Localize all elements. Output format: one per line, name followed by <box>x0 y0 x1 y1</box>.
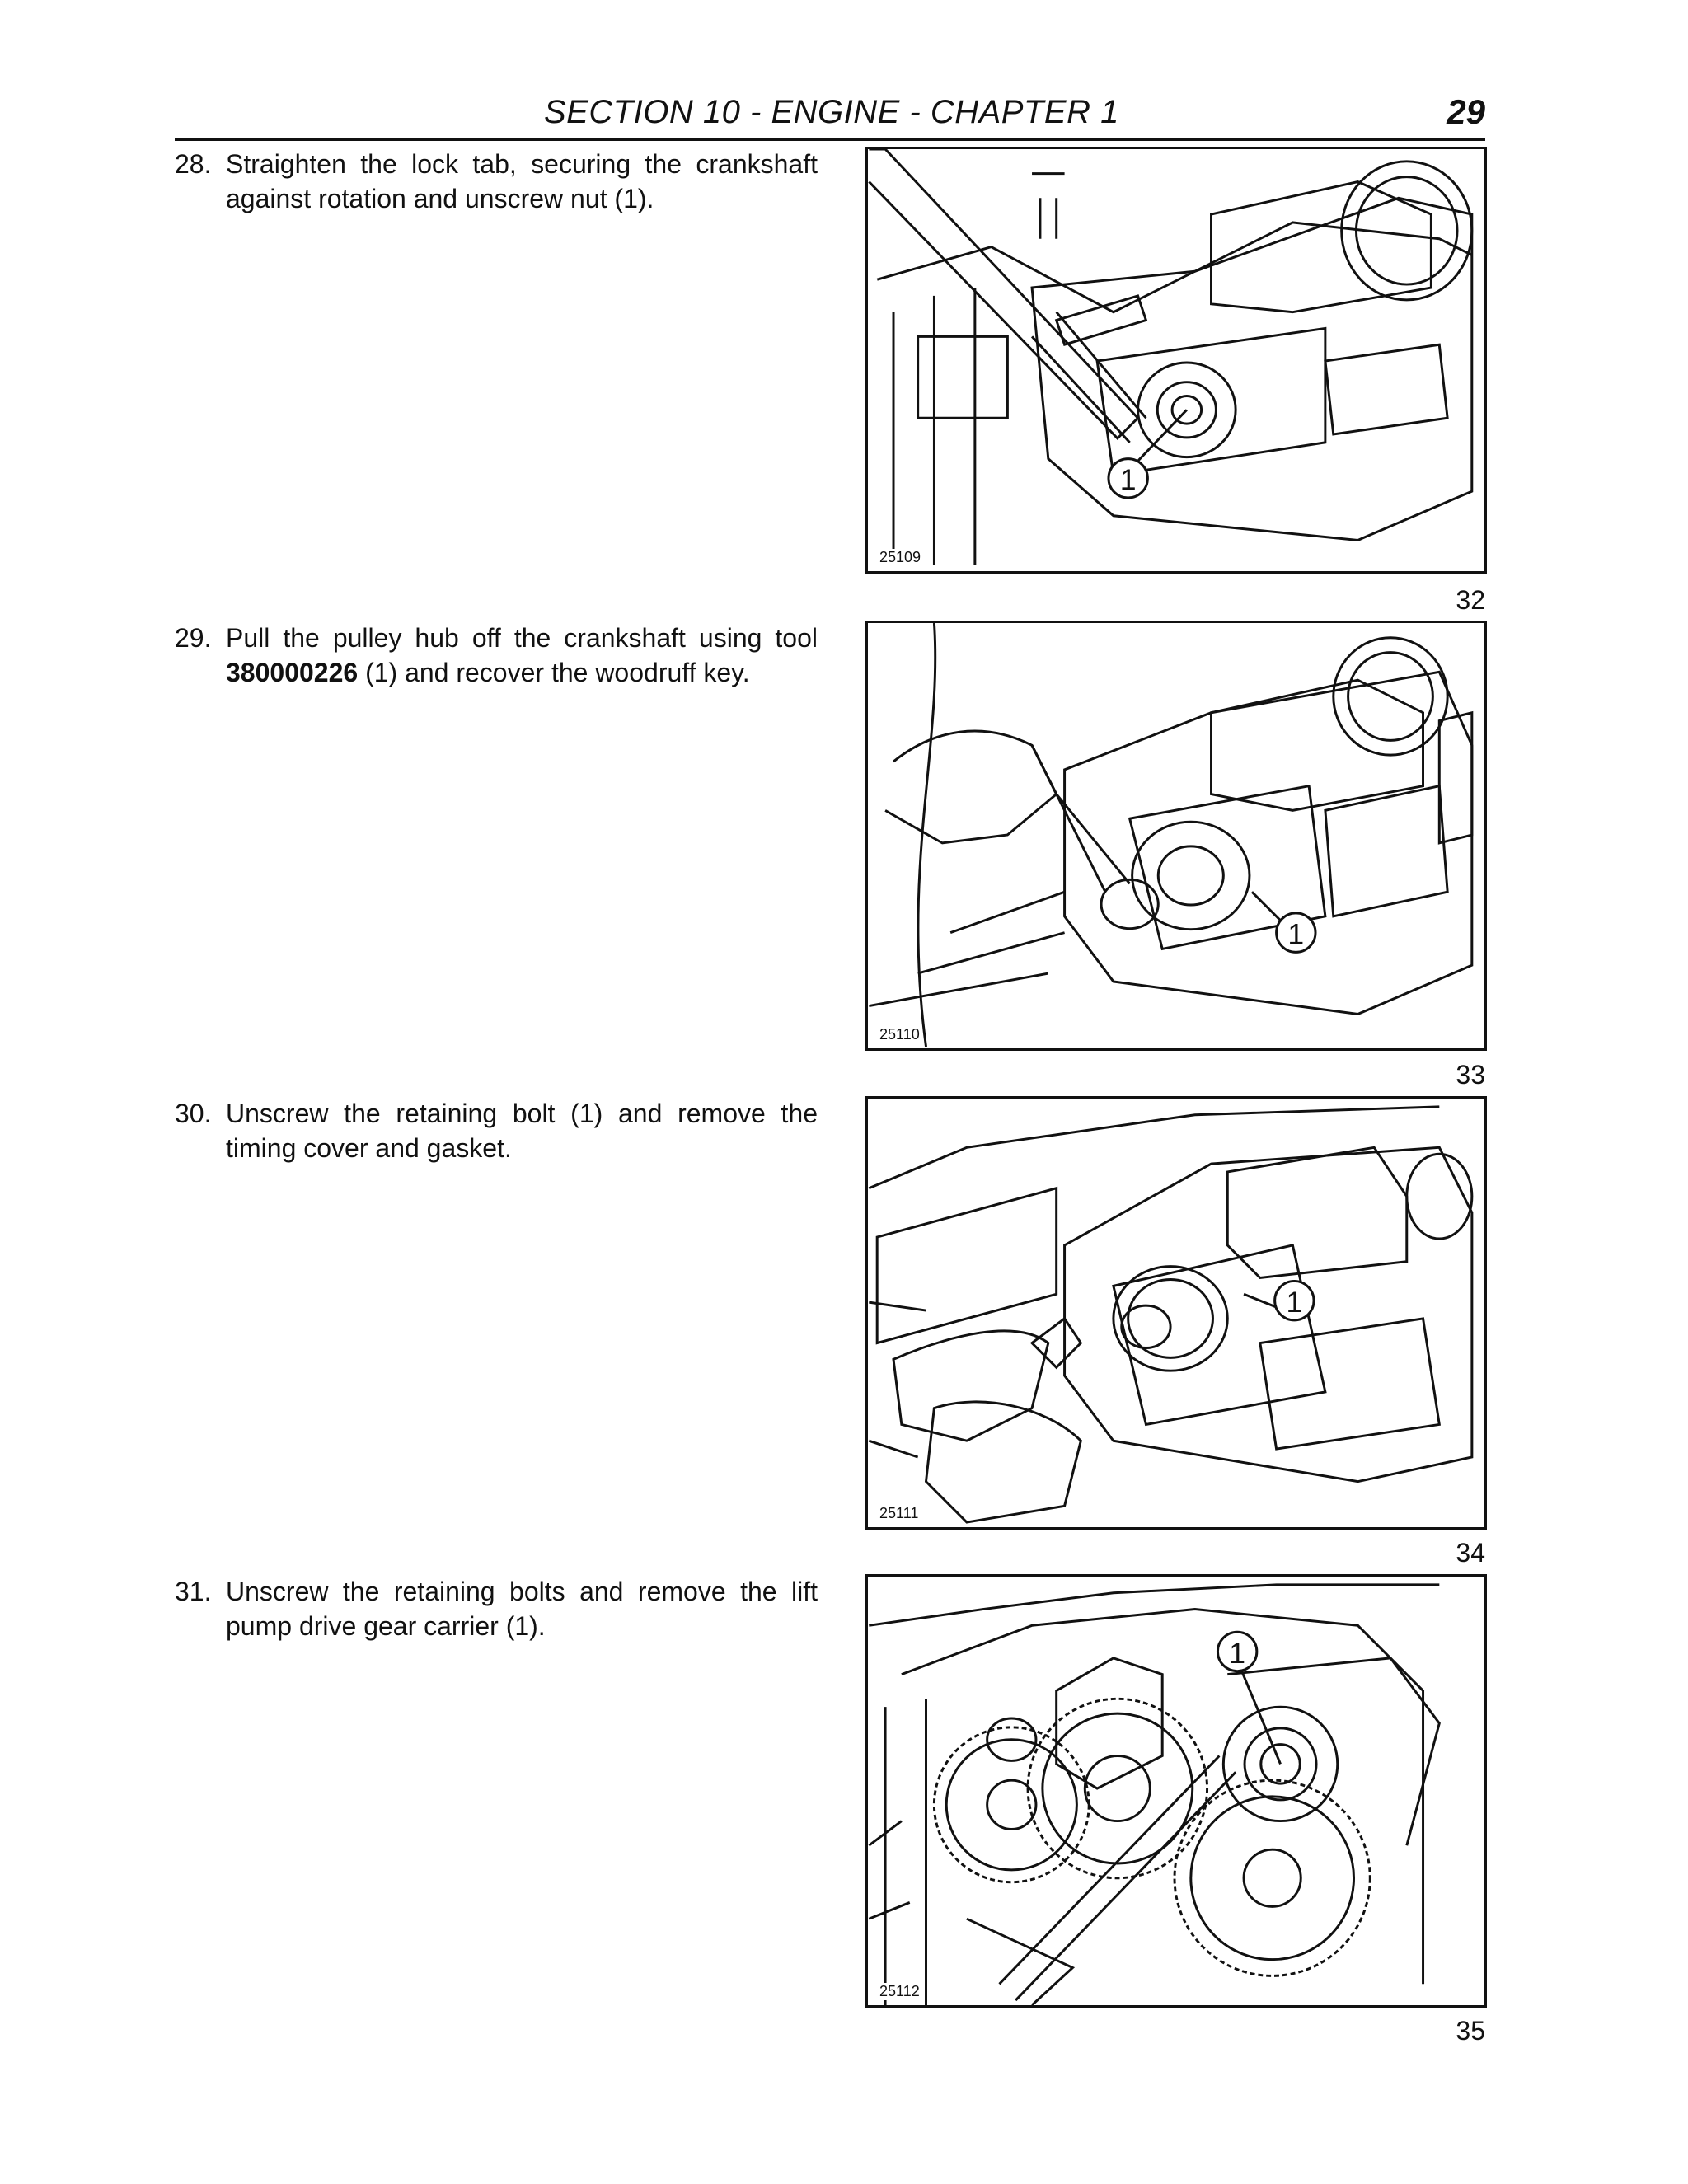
callout-1: 1 <box>1120 463 1137 496</box>
step-text: Unscrew the retaining bolts and remove t… <box>226 1577 818 1641</box>
step-number: 28. <box>175 149 212 179</box>
puller-on-pulley-hub-illustration: 1 <box>869 623 1474 1047</box>
step-text: Pull the pulley hub off the crankshaft u… <box>226 621 818 690</box>
figure-number: 32 <box>1456 585 1485 615</box>
step-text-part: (1) and recover the woodruff key. <box>358 658 750 687</box>
page-header: SECTION 10 - ENGINE - CHAPTER 1 29 <box>175 91 1485 142</box>
figure-code: 25109 <box>878 549 923 566</box>
section-title: SECTION 10 - ENGINE - CHAPTER 1 <box>544 94 1119 130</box>
timing-gears-drive-carrier-illustration: 1 <box>868 1583 1441 2005</box>
step-31: 31. Unscrew the retaining bolts and remo… <box>175 1574 818 1643</box>
step-number: 30. <box>175 1099 212 1128</box>
step-text: Straighten the lock tab, securing the cr… <box>226 149 818 213</box>
figure-number: 35 <box>1456 2016 1485 2046</box>
figure-code: 25110 <box>878 1026 921 1043</box>
figure-34: 1 25111 <box>865 1096 1487 1530</box>
page-number: 29 <box>1447 92 1485 131</box>
step-text: Unscrew the retaining bolt (1) and remov… <box>226 1099 818 1163</box>
step-number: 29. <box>175 623 212 653</box>
figure-code: 25112 <box>878 1983 921 2000</box>
callout-1: 1 <box>1287 917 1304 950</box>
figure-32: 1 25109 <box>865 147 1487 574</box>
step-text-part: Pull the pulley hub off the crankshaft u… <box>226 623 818 653</box>
header-rule <box>175 138 1485 141</box>
callout-1: 1 <box>1229 1637 1245 1670</box>
tool-number: 380000226 <box>226 658 359 687</box>
step-number: 31. <box>175 1577 212 1606</box>
step-29: 29. Pull the pulley hub off the cranksha… <box>175 621 818 690</box>
figure-number: 34 <box>1456 1538 1485 1568</box>
callout-1: 1 <box>1286 1286 1302 1319</box>
figure-code: 25111 <box>878 1505 921 1522</box>
wrench-on-crankshaft-nut-illustration: 1 <box>868 149 1474 565</box>
step-28: 28. Straighten the lock tab, securing th… <box>175 147 818 216</box>
step-30: 30. Unscrew the retaining bolt (1) and r… <box>175 1096 818 1165</box>
figure-number: 33 <box>1456 1060 1485 1090</box>
figure-33: 1 25110 <box>865 621 1487 1051</box>
impact-wrench-timing-cover-illustration: 1 <box>868 1105 1474 1524</box>
figure-35: 1 25112 <box>865 1574 1487 2008</box>
